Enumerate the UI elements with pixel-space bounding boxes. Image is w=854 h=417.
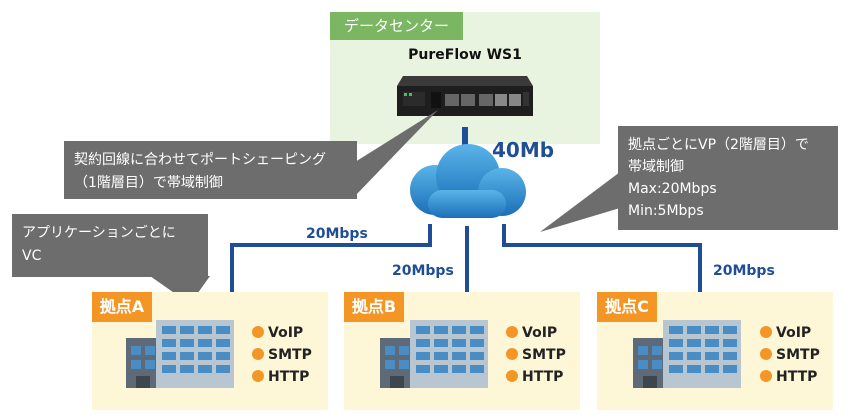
- link-label-a: 20Mbps: [306, 226, 368, 242]
- callout-vp-line-2: 帯域制御: [628, 159, 684, 175]
- callout-vp-control: 拠点ごとにVP（2階層目）で 帯域制御 Max:20Mbps Min:5Mbps: [618, 126, 838, 230]
- callout-port-shaping: 契約回線に合わせてポートシェーピング （1階層目）で帯域制御: [64, 141, 357, 199]
- site-b-services: VoIP SMTP HTTP: [506, 322, 566, 388]
- bullet-icon: [252, 348, 264, 360]
- callout-port-line-2: （1階層目）で帯域制御: [74, 175, 223, 191]
- link-line-a: [230, 224, 432, 292]
- callout-vp-line-3: Max:20Mbps: [628, 181, 717, 197]
- link-label-b: 20Mbps: [392, 263, 454, 279]
- appliance-icon: [397, 76, 533, 116]
- datacenter-label: データセンター: [330, 12, 463, 40]
- bullet-icon: [506, 326, 518, 338]
- device-name: PureFlow WS1: [408, 47, 522, 63]
- bullet-icon: [506, 370, 518, 382]
- callout-vp-line-4: Min:5Mbps: [628, 203, 704, 219]
- service-label: SMTP: [522, 347, 566, 363]
- service-label: HTTP: [776, 369, 818, 385]
- service-item: VoIP: [506, 322, 566, 344]
- bullet-icon: [760, 370, 772, 382]
- link-label-c: 20Mbps: [713, 263, 775, 279]
- service-label: VoIP: [776, 325, 812, 341]
- callout-tail-vp: [540, 172, 620, 232]
- service-item: HTTP: [760, 366, 820, 388]
- service-label: VoIP: [522, 325, 558, 341]
- service-item: HTTP: [252, 366, 312, 388]
- service-item: HTTP: [506, 366, 566, 388]
- site-a-tag: 拠点A: [92, 292, 152, 322]
- link-line-c: [502, 224, 702, 292]
- site-c-services: VoIP SMTP HTTP: [760, 322, 820, 388]
- bullet-icon: [760, 326, 772, 338]
- service-label: SMTP: [268, 347, 312, 363]
- service-item: SMTP: [760, 344, 820, 366]
- callout-vc-line-2: VC: [22, 248, 42, 264]
- service-item: SMTP: [252, 344, 312, 366]
- bullet-icon: [760, 348, 772, 360]
- building-icon: [380, 320, 488, 388]
- building-icon: [126, 320, 234, 388]
- building-icon: [633, 320, 741, 388]
- service-label: VoIP: [268, 325, 304, 341]
- service-item: VoIP: [252, 322, 312, 344]
- bandwidth-label: 40Mb: [492, 138, 555, 162]
- site-c-tag: 拠点C: [597, 292, 657, 322]
- cloud-icon: [410, 144, 526, 218]
- service-label: HTTP: [522, 369, 564, 385]
- callout-vc-line-1: アプリケーションごとに: [22, 225, 176, 241]
- bullet-icon: [252, 326, 264, 338]
- site-a-services: VoIP SMTP HTTP: [252, 322, 312, 388]
- callout-port-line-1: 契約回線に合わせてポートシェーピング: [74, 152, 326, 168]
- bullet-icon: [506, 348, 518, 360]
- service-label: SMTP: [776, 347, 820, 363]
- callout-tail-port: [355, 110, 438, 196]
- service-item: VoIP: [760, 322, 820, 344]
- site-b-tag: 拠点B: [344, 292, 404, 322]
- callout-vc: アプリケーションごとに VC: [12, 214, 208, 277]
- service-label: HTTP: [268, 369, 310, 385]
- callout-vp-line-1: 拠点ごとにVP（2階層目）で: [628, 137, 809, 153]
- service-item: SMTP: [506, 344, 566, 366]
- bullet-icon: [252, 370, 264, 382]
